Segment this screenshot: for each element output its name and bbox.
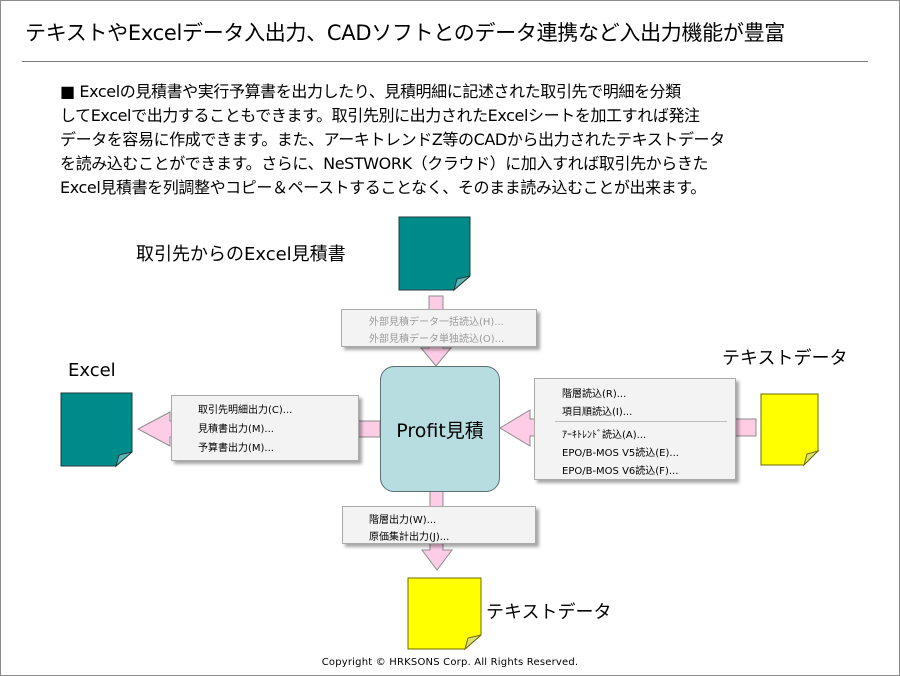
teal-document-icon xyxy=(60,392,133,468)
menu-import-external: 外部見積データ一括読込(H)... 外部見積データ単独読込(O)... xyxy=(341,309,537,347)
description-line: ■ Excelの見積書や実行予算書を出力したり、見積明細に記述された取引先で明細… xyxy=(60,82,681,101)
menu-item-budget-output[interactable]: 予算書出力(M)... xyxy=(198,443,274,454)
menu-import-text: 階層読込(R)... 項目順読込(I)... ｱｰｷﾄﾚﾝﾄﾞ読込(A)... … xyxy=(534,378,736,480)
slide-title: テキストやExcelデータ入出力、CADソフトとのデータ連携など入出力機能が豊富 xyxy=(25,21,785,45)
label-text-data-input: テキストデータ xyxy=(722,348,848,369)
menu-item-estimate-output[interactable]: 見積書出力(M)... xyxy=(198,424,274,435)
label-excel: Excel xyxy=(68,360,116,381)
menu-item-single-import[interactable]: 外部見積データ単独読込(O)... xyxy=(369,334,505,345)
menu-item-order-import[interactable]: 項目順読込(I)... xyxy=(562,407,633,418)
description-line: を読み込むことができます。さらに、NeSTWORK（クラウド）に加入すれば取引先… xyxy=(60,154,709,173)
menu-item-architrend-import[interactable]: ｱｰｷﾄﾚﾝﾄﾞ読込(A)... xyxy=(562,430,647,441)
menu-separator xyxy=(555,421,727,422)
menu-item-bulk-import[interactable]: 外部見積データ一括読込(H)... xyxy=(369,317,504,328)
yellow-document-icon xyxy=(407,577,482,651)
description-line: データを容易に作成できます。また、アーキトレンドZ等のCADから出力されたテキス… xyxy=(60,130,725,149)
teal-document-icon xyxy=(398,216,471,292)
description-line: Excel見積書を列調整やコピー＆ペーストすることなく、そのまま読み込むことが出… xyxy=(60,178,706,197)
label-incoming-excel: 取引先からのExcel見積書 xyxy=(136,244,346,265)
menu-item-hierarchy-import[interactable]: 階層読込(R)... xyxy=(562,389,627,400)
menu-item-epo-v5-import[interactable]: EPO/B-MOS V5読込(E)... xyxy=(562,448,679,459)
profit-estimate-box: Profit見積 xyxy=(380,366,500,492)
description: ■ Excelの見積書や実行予算書を出力したり、見積明細に記述された取引先で明細… xyxy=(60,80,850,200)
menu-item-hierarchy-output[interactable]: 階層出力(W)... xyxy=(369,515,437,526)
label-text-data-output: テキストデータ xyxy=(486,602,612,623)
menu-export-excel: 取引先明細出力(C)... 見積書出力(M)... 予算書出力(M)... xyxy=(171,395,359,461)
title-divider xyxy=(22,61,868,62)
menu-item-epo-v6-import[interactable]: EPO/B-MOS V6読込(F)... xyxy=(562,466,679,477)
yellow-document-icon xyxy=(760,393,820,467)
menu-item-cost-summary-output[interactable]: 原価集計出力(J)... xyxy=(369,532,450,543)
menu-item-supplier-detail-output[interactable]: 取引先明細出力(C)... xyxy=(198,405,293,416)
menu-export-text: 階層出力(W)... 原価集計出力(J)... xyxy=(342,506,536,544)
description-line: してExcelで出力することもできます。取引先別に出力されたExcelシートを加… xyxy=(60,106,700,125)
copyright: Copyright © HRKSONS Corp. All Rights Res… xyxy=(321,657,579,668)
